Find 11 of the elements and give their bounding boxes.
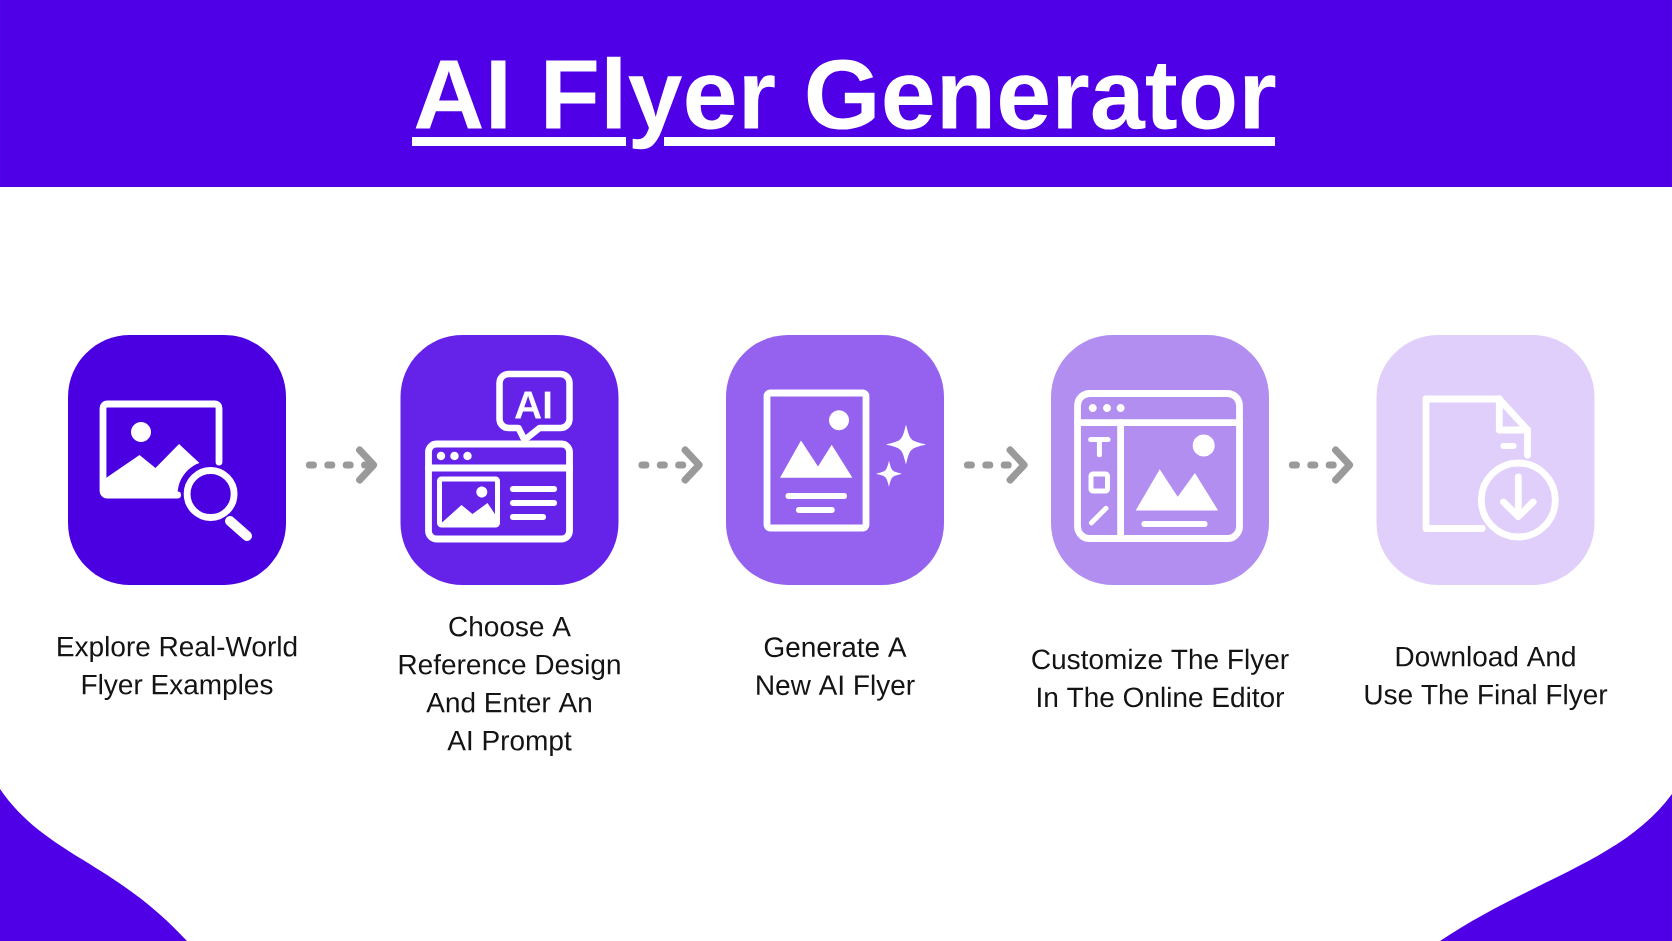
- step-caption: Customize The Flyer In The Online Editor: [1032, 648, 1289, 708]
- dashed-arrow: [305, 446, 378, 484]
- step-caption: Choose A Reference Design And Enter An AI Prompt: [399, 615, 620, 757]
- wave-shape: [0, 789, 187, 941]
- wave-shape: [1440, 794, 1672, 941]
- step-caption: Explore Real-World Flyer Examples: [58, 635, 297, 701]
- step-caption: Download And Use The Final Flyer: [1365, 645, 1608, 711]
- bubble-text: AI: [515, 391, 551, 419]
- step-caption: Generate A New AI Flyer: [757, 637, 915, 701]
- title: AI Flyer Generator: [412, 56, 1276, 150]
- icon-tile: [1376, 335, 1595, 585]
